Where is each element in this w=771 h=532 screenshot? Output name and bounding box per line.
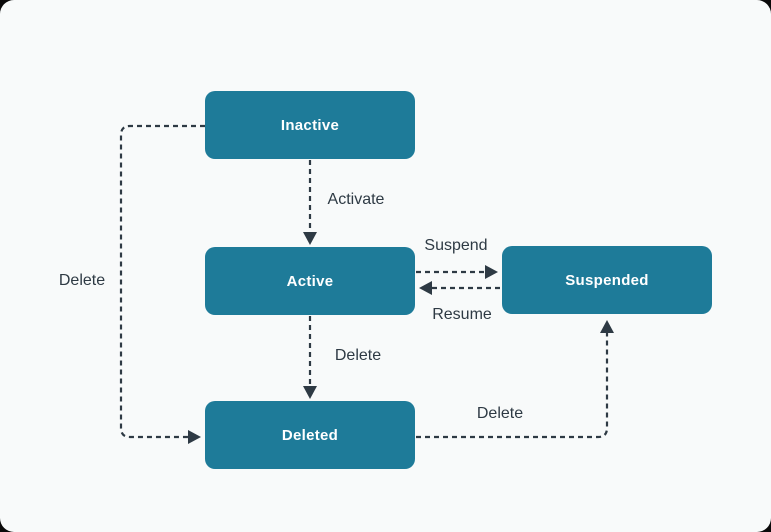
arrowhead-icon-resume: [419, 281, 432, 295]
arrowhead-icon-delete-from-inactive: [188, 430, 201, 444]
arrowhead-icon-activate: [303, 232, 317, 245]
edge-label-delete-from-inactive: Delete: [58, 272, 106, 289]
state-node-label-deleted: Deleted: [281, 426, 339, 444]
arrowhead-icon-delete-from-active: [303, 386, 317, 399]
arrowhead-icon-suspend: [485, 265, 498, 279]
state-node-label-inactive: Inactive: [280, 116, 340, 134]
edge-label-delete-from-active: Delete: [334, 347, 382, 364]
edge-label-activate: Activate: [327, 191, 385, 208]
arrowhead-icon-delete-from-deleted: [600, 320, 614, 333]
edge-label-resume: Resume: [432, 306, 492, 323]
state-node-label-suspended: Suspended: [565, 271, 649, 289]
state-node-suspended: Suspended: [502, 246, 712, 314]
edge-label-suspend: Suspend: [424, 237, 488, 254]
state-node-deleted: Deleted: [205, 401, 415, 469]
edge-delete-from-inactive: [119, 124, 205, 439]
edge-delete-from-deleted: [416, 333, 609, 439]
state-node-label-active: Active: [286, 272, 334, 290]
state-node-active: Active: [205, 247, 415, 315]
state-node-inactive: Inactive: [205, 91, 415, 159]
edge-label-delete-from-deleted: Delete: [476, 405, 524, 422]
